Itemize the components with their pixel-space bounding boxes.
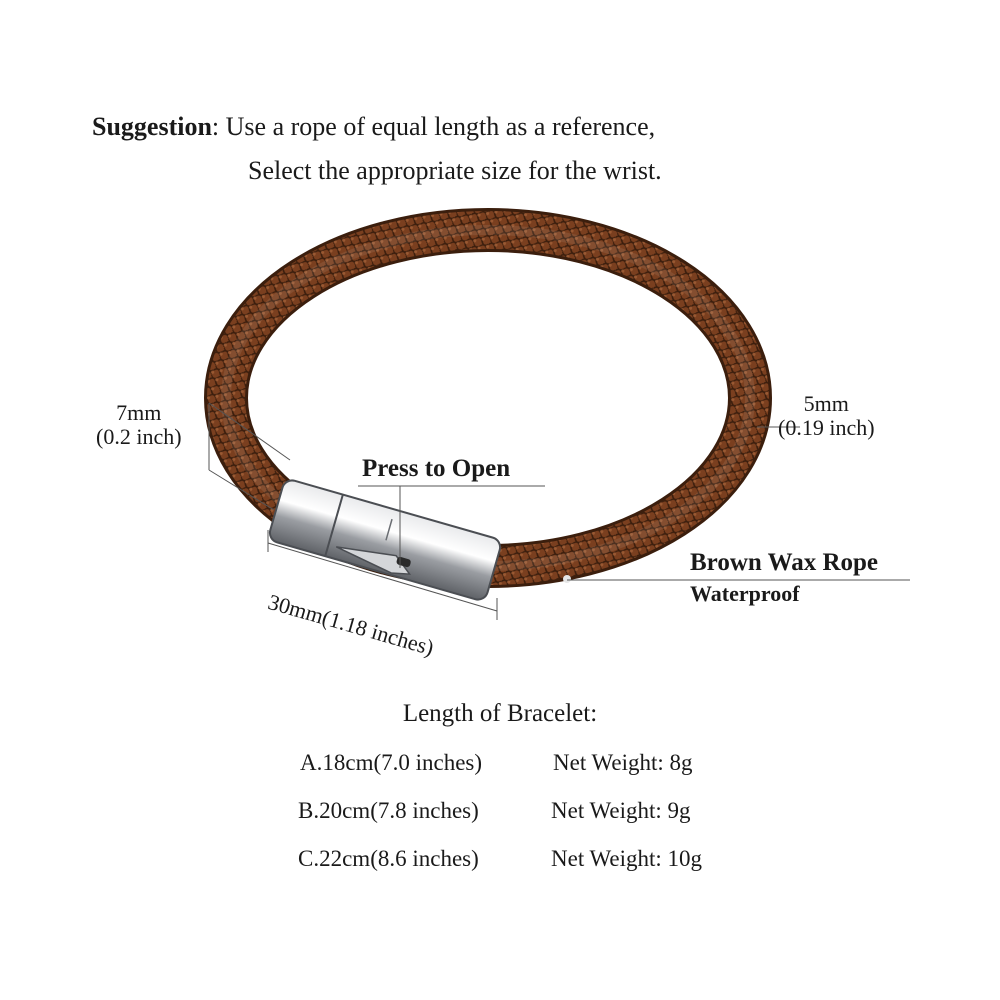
size-row-b-length: B.20cm(7.8 inches) [298,798,479,823]
suggestion-text: Suggestion: Use a rope of equal length a… [92,112,655,142]
rope-width-inch: (0.19 inch) [778,415,875,440]
size-row-c-weight: Net Weight: 10g [551,846,703,871]
size-row-a-length: A.18cm(7.0 inches) [300,750,483,775]
size-row-c-length: C.22cm(8.6 inches) [298,846,479,871]
clasp-height-label: 7mm (0.2 inch) [96,401,182,449]
rope-width-mm: 5mm [803,391,849,416]
waterproof-label: Waterproof [690,581,800,606]
material-label: Brown Wax Rope [690,549,879,576]
rope-pin-hole [563,575,571,583]
size-row-b-weight: Net Weight: 9g [551,798,691,823]
clasp-height-mm: 7mm [116,400,162,425]
length-title: Length of Bracelet: [402,700,598,727]
suggestion-line1: : Use a rope of equal length as a refere… [211,112,656,141]
steel-clasp [268,479,502,601]
press-to-open-label: Press to Open [362,455,511,482]
suggestion-line2: Select the appropriate size for the wris… [248,156,662,185]
dimension-lines [208,402,910,620]
clasp-height-inch: (0.2 inch) [96,424,182,449]
suggestion-label: Suggestion [92,112,212,141]
rope-width-label: 5mm (0.19 inch) [778,392,875,440]
size-row-a-weight: Net Weight: 8g [553,750,693,775]
